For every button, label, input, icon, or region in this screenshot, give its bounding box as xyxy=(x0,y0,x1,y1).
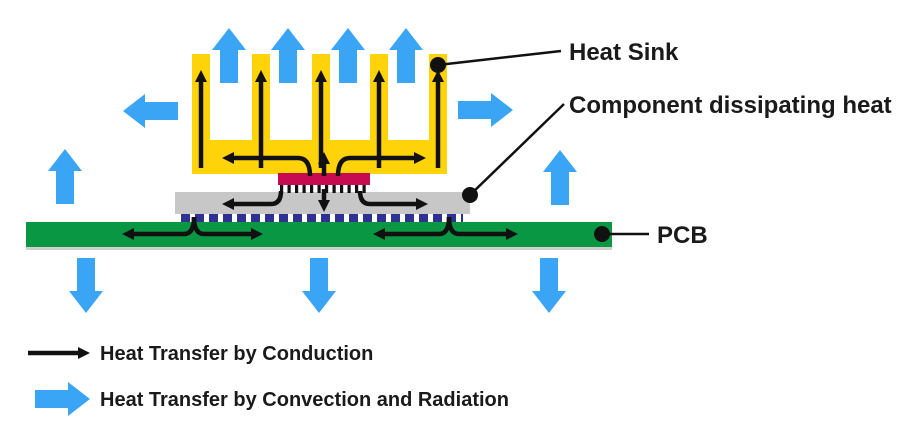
callout-dots xyxy=(430,57,610,242)
heat-sink-callout-line xyxy=(437,49,562,67)
conduction-arrow-base-right xyxy=(335,152,426,177)
conduction-arrow-substrate-left xyxy=(222,190,284,210)
pcb-label: PCB xyxy=(657,222,708,249)
conduction-arrows xyxy=(122,70,518,240)
pcb-callout-dot xyxy=(594,226,610,242)
pcb-shadow xyxy=(26,247,612,250)
heat-sink-callout-dot xyxy=(430,57,446,73)
component-label: Component dissipating heat xyxy=(569,92,892,119)
conduction-arrow-pcb-left-in xyxy=(191,216,263,240)
legend-convection-label: Heat Transfer by Convection and Radiatio… xyxy=(100,389,509,411)
heat-sink-label: Heat Sink xyxy=(569,39,679,66)
conduction-arrow-substrate-right xyxy=(357,190,428,210)
legend-conduction-label: Heat Transfer by Conduction xyxy=(100,343,373,365)
conduction-arrow-base-left xyxy=(222,152,313,177)
component-callout-dot xyxy=(462,187,478,203)
solder-ball-row xyxy=(181,214,463,222)
pcb-board xyxy=(26,222,612,247)
legend: Heat Transfer by Conduction Heat Transfe… xyxy=(28,343,509,416)
component-die xyxy=(278,173,370,185)
component-callout-line xyxy=(469,103,565,196)
conduction-arrow-pcb-right-out xyxy=(446,216,518,240)
